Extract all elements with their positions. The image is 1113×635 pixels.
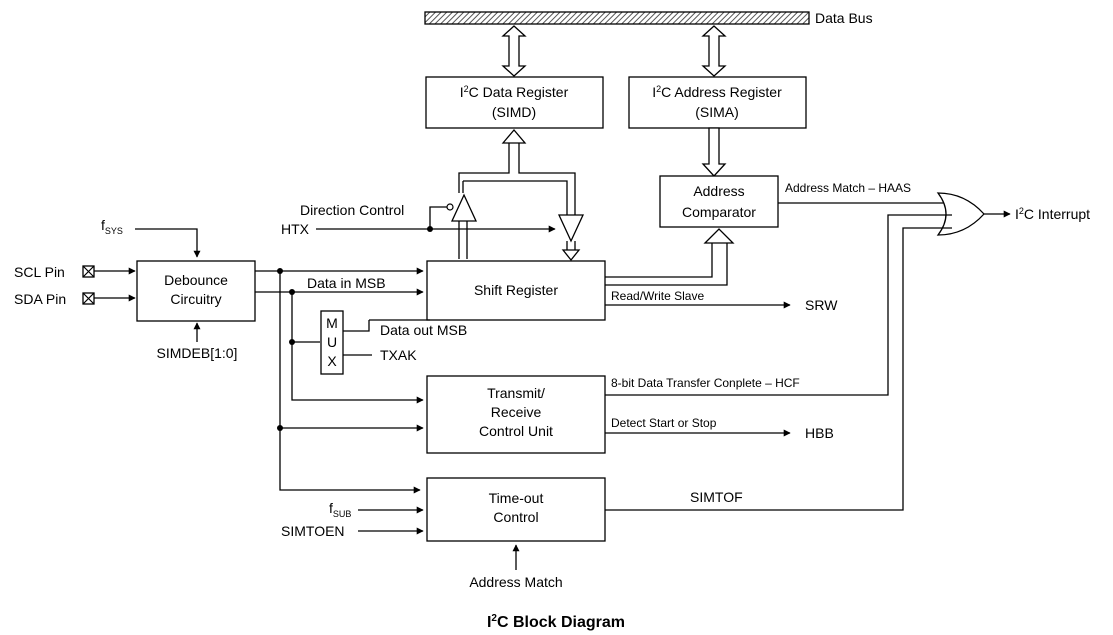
htx-junction xyxy=(427,226,433,232)
down-buffer-arrowhead xyxy=(561,249,581,262)
hcf-label: 8-bit Data Transfer Conplete – HCF xyxy=(611,376,800,390)
simtof-label: SIMTOF xyxy=(690,489,743,505)
fsys-line xyxy=(135,228,201,258)
scl-bus xyxy=(255,270,421,494)
data-out-msb-label: Data out MSB xyxy=(380,322,467,338)
hcf-line xyxy=(605,214,952,396)
timeout-box xyxy=(426,477,606,542)
bus-simd-arrow xyxy=(501,25,527,77)
bus-sima-arrow xyxy=(701,25,727,77)
sda-pin-icon xyxy=(82,292,95,305)
haas-label: Address Match – HAAS xyxy=(785,181,911,195)
up-buffer xyxy=(450,193,478,222)
scl-pin-label: SCL Pin xyxy=(14,264,65,280)
simd-register-box xyxy=(425,76,604,129)
data-in-msb-label: Data in MSB xyxy=(307,275,386,291)
debounce-box xyxy=(136,260,256,322)
direction-control-label: Direction Control xyxy=(300,202,404,218)
trcu-box xyxy=(426,375,606,454)
mux-letter-u: U xyxy=(327,334,337,350)
data-out-msb-line xyxy=(343,319,430,332)
hbb-label: HBB xyxy=(805,425,834,441)
sima-comparator-arrow xyxy=(701,127,727,177)
address-match-label: Address Match xyxy=(469,574,562,590)
down-buffer xyxy=(557,214,585,243)
simd-path-outer-left xyxy=(458,143,510,193)
trcu-line1: Transmit/ xyxy=(487,385,545,401)
data-bus xyxy=(424,11,810,25)
shift-to-comparator-2 xyxy=(605,243,728,286)
up-buffer-leads xyxy=(458,221,468,259)
sima-register-subtitle: (SIMA) xyxy=(695,104,739,120)
rw-slave-label: Read/Write Slave xyxy=(611,289,704,303)
txak-label: TXAK xyxy=(380,347,417,363)
diagram-caption: I2C Block Diagram xyxy=(487,613,625,631)
shift-to-comparator-1 xyxy=(605,243,713,278)
timeout-line1: Time-out xyxy=(489,490,544,506)
detect-label: Detect Start or Stop xyxy=(611,416,717,430)
debounce-line1: Debounce xyxy=(164,272,228,288)
fsub-label: fSUB xyxy=(329,500,351,519)
simd-register-title: I2C Data Register xyxy=(460,84,569,100)
data-bus-label: Data Bus xyxy=(815,10,873,26)
comparator-input-arrowhead xyxy=(703,228,735,244)
mux-letter-x: X xyxy=(327,353,337,369)
sima-register-title: I2C Address Register xyxy=(652,84,782,100)
shift-register-label: Shift Register xyxy=(474,282,558,298)
sda-pin-label: SDA Pin xyxy=(14,291,66,307)
simd-path-outer-right xyxy=(518,143,576,215)
simtof-line xyxy=(605,227,952,511)
srw-label: SRW xyxy=(805,297,838,313)
address-comparator-box xyxy=(659,175,779,228)
debounce-line2: Circuitry xyxy=(170,291,221,307)
simd-path-inner xyxy=(463,180,568,215)
scl-junction-1 xyxy=(277,268,283,274)
mux-letter-m: M xyxy=(326,315,338,331)
trcu-line3: Control Unit xyxy=(479,423,553,439)
scl-pin-icon xyxy=(82,265,95,278)
simtoen-label: SIMTOEN xyxy=(281,523,345,539)
trcu-line2: Receive xyxy=(491,404,542,420)
comparator-line1: Address xyxy=(693,183,744,199)
simd-up-arrowhead xyxy=(501,128,527,144)
shift-register-box xyxy=(426,260,606,321)
timeout-line2: Control xyxy=(493,509,538,525)
mux-box xyxy=(320,310,344,375)
comparator-line2: Comparator xyxy=(682,204,756,220)
scl-junction-2 xyxy=(277,425,283,431)
htx-to-up-buffer xyxy=(429,206,447,229)
mux-junction xyxy=(289,339,295,345)
interrupt-label: I2C Interrupt xyxy=(1015,206,1090,222)
inverter-bubble xyxy=(446,203,454,211)
fsys-label: fSYS xyxy=(101,217,123,236)
or-gate xyxy=(936,192,985,236)
simdeb-label: SIMDEB[1:0] xyxy=(157,345,238,361)
htx-label: HTX xyxy=(281,221,310,237)
sda-junction xyxy=(289,289,295,295)
sima-register-box xyxy=(628,76,807,129)
sda-to-trcu xyxy=(291,292,424,404)
simd-register-subtitle: (SIMD) xyxy=(492,104,536,120)
